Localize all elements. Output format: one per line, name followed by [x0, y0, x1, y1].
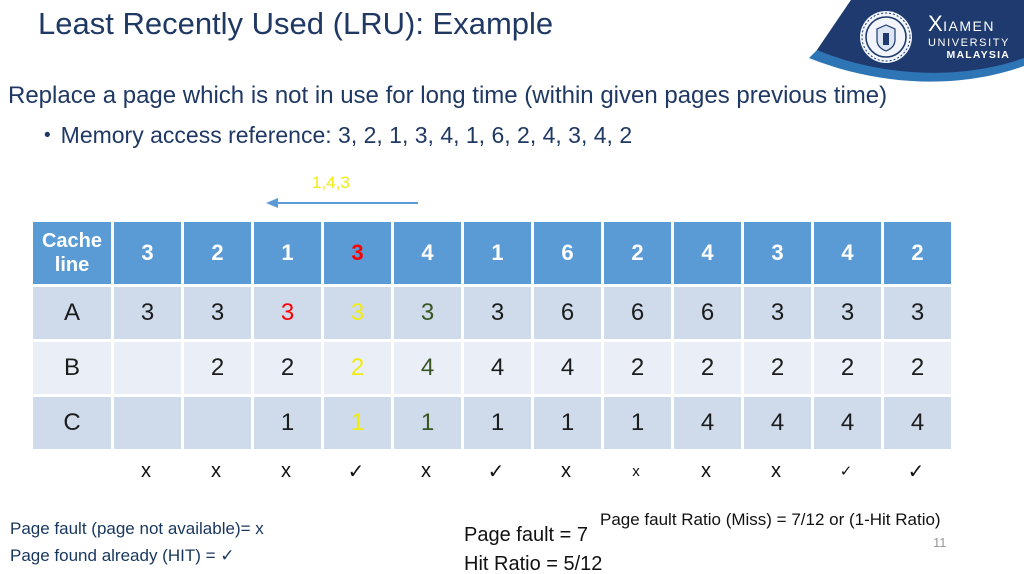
cell-A-8: 6 [604, 287, 671, 339]
miss-mark-1: x [141, 459, 151, 482]
miss-mark-5: x [421, 459, 431, 482]
cell-B-6: 4 [464, 342, 531, 394]
cell-A-12: 3 [884, 287, 951, 339]
memory-reference-bullet: • Memory access reference: 3, 2, 1, 3, 4,… [44, 122, 632, 149]
marks-spacer [30, 452, 111, 490]
header-ref-8: 2 [604, 222, 671, 284]
cell-B-8: 2 [604, 342, 671, 394]
cell-B-7: 4 [534, 342, 601, 394]
slide-page-number: 11 [933, 535, 947, 550]
cell-A-10: 3 [744, 287, 811, 339]
cell-C-9: 4 [674, 397, 741, 449]
header-ref-7: 6 [534, 222, 601, 284]
bullet-text: Memory access reference: 3, 2, 1, 3, 4, … [60, 122, 633, 148]
logo-name-rest: IAMEN [943, 18, 996, 34]
cell-C-12: 4 [884, 397, 951, 449]
header-ref-10: 3 [744, 222, 811, 284]
header-ref-4: 3 [324, 222, 391, 284]
header-cache-line: Cache line [33, 222, 111, 284]
cell-B-3: 2 [254, 342, 321, 394]
cell-B-2: 2 [184, 342, 251, 394]
hit-mark-12: ✓ [907, 460, 925, 483]
cell-B-9: 2 [674, 342, 741, 394]
cell-C-2 [184, 397, 251, 449]
header-ref-9: 4 [674, 222, 741, 284]
cell-A-9: 6 [674, 287, 741, 339]
miss-mark-3: x [281, 459, 291, 482]
cell-B-1 [114, 342, 181, 394]
cell-B-12: 2 [884, 342, 951, 394]
legend-text: Page fault (page not available)= x Page … [10, 515, 264, 569]
miss-mark-9: x [701, 459, 711, 482]
left-arrow-icon [266, 198, 418, 208]
header-ref-1: 3 [114, 222, 181, 284]
banner-shape [809, 0, 1024, 82]
cell-C-4: 1 [324, 397, 391, 449]
intro-text: Replace a page which is not in use for l… [8, 82, 888, 109]
page-title: Least Recently Used (LRU): Example [38, 6, 554, 41]
header-ref-12: 2 [884, 222, 951, 284]
cell-B-5: 4 [394, 342, 461, 394]
fault-ratio-text: Page fault Ratio (Miss) = 7/12 or (1-Hit… [600, 510, 941, 529]
row-label-B: B [33, 342, 111, 394]
cell-C-8: 1 [604, 397, 671, 449]
university-wordmark: XIAMEN UNIVERSITY MALAYSIA [928, 12, 1010, 61]
cell-B-10: 2 [744, 342, 811, 394]
miss-mark-2: x [211, 459, 221, 482]
cell-C-11: 4 [814, 397, 881, 449]
hit-miss-marks-row: x x x ✓ x ✓ x x x x ✓ ✓ [30, 452, 951, 490]
miss-mark-10: x [771, 459, 781, 482]
legend-fault-line: Page fault (page not available)= x [10, 519, 264, 538]
row-label-A: A [33, 287, 111, 339]
cell-B-4: 2 [324, 342, 391, 394]
lru-order-annotation: 1,4,3 [312, 173, 350, 192]
miss-mark-8: x [632, 462, 640, 480]
hit-ratio: Hit Ratio = 5/12 [464, 553, 603, 574]
hit-mark-11: ✓ [839, 463, 853, 480]
legend-hit-line: Page found already (HIT) = ✓ [10, 546, 235, 566]
logo-initial: X [927, 11, 944, 36]
university-line: UNIVERSITY [927, 36, 1010, 49]
bullet-dot: • [44, 125, 51, 146]
cell-C-1 [114, 397, 181, 449]
cell-A-11: 3 [814, 287, 881, 339]
university-name: XIAMEN [928, 12, 1010, 36]
header-ref-3: 1 [254, 222, 321, 284]
row-label-C: C [33, 397, 111, 449]
cell-C-10: 4 [744, 397, 811, 449]
malaysia-line: MALAYSIA [946, 49, 1010, 62]
cell-C-3: 1 [254, 397, 321, 449]
header-ref-5: 4 [394, 222, 461, 284]
university-banner: XIAMEN UNIVERSITY MALAYSIA [789, 0, 1024, 92]
miss-mark-7: x [561, 459, 571, 482]
cell-A-3: 3 [254, 287, 321, 339]
cell-A-2: 3 [184, 287, 251, 339]
university-seal-icon [860, 11, 912, 63]
cell-A-7: 6 [534, 287, 601, 339]
header-ref-11: 4 [814, 222, 881, 284]
results-text: Page fault = 7 Hit Ratio = 5/12 [464, 521, 602, 574]
header-ref-2: 2 [184, 222, 251, 284]
cell-C-7: 1 [534, 397, 601, 449]
page-fault-count: Page fault = 7 [464, 524, 588, 546]
header-ref-6: 1 [464, 222, 531, 284]
hit-mark-4: ✓ [347, 460, 365, 483]
cell-A-1: 3 [114, 287, 181, 339]
cell-B-11: 2 [814, 342, 881, 394]
cell-A-4: 3 [324, 287, 391, 339]
hit-mark-6: ✓ [487, 460, 505, 483]
cell-A-6: 3 [464, 287, 531, 339]
cell-C-5: 1 [394, 397, 461, 449]
cell-C-6: 1 [464, 397, 531, 449]
cell-A-5: 3 [394, 287, 461, 339]
